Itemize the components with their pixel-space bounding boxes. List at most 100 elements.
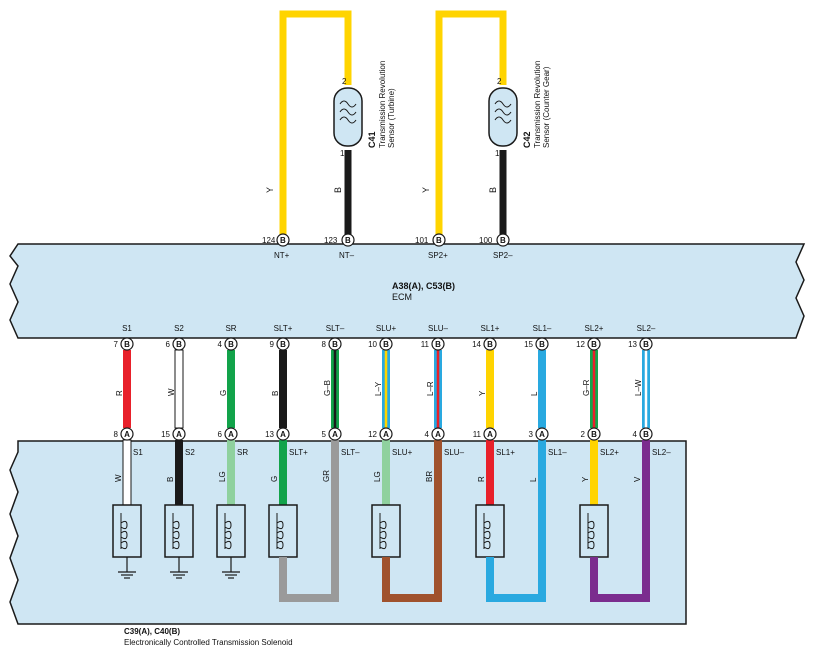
solenoid-pin-signal: SL1+ xyxy=(496,448,515,457)
ecm-pin-signal: SR xyxy=(225,324,236,333)
ecm-pin-number: 10 xyxy=(368,340,377,349)
harness-wire: G xyxy=(219,350,235,428)
solenoid-pin-signal: SL2+ xyxy=(600,448,619,457)
ecm-pin-connector: B xyxy=(383,340,389,349)
harness-wire-color: G–B xyxy=(323,380,332,396)
solenoid-name: Electronically Controlled Transmission S… xyxy=(124,638,293,647)
harness-wire: G–B xyxy=(323,350,339,428)
ecm-pin-signal: SLT+ xyxy=(274,324,293,333)
harness-wire-color: L xyxy=(530,391,539,396)
ecm-pin-connector: B xyxy=(124,340,130,349)
ecm-pin-connector: B xyxy=(435,340,441,349)
solenoid-pin-connector: A xyxy=(539,430,545,439)
sensor-c42: 2 1 Y B C42 Transmission Revolution Sens… xyxy=(421,61,551,193)
solenoid-connector: C39(A), C40(B) xyxy=(124,627,180,636)
ecm-solenoid-pin: SLU+ 10 B xyxy=(368,324,397,351)
ecm-pin-signal: SL1– xyxy=(533,324,552,333)
coil-icon xyxy=(276,520,284,550)
ecm-pin-signal: S2 xyxy=(174,324,184,333)
solenoid-pin-connector: A xyxy=(176,430,182,439)
ecm-pin-number: 9 xyxy=(270,340,275,349)
solenoid-pin-number: 4 xyxy=(633,430,638,439)
ecm-pin-number: 4 xyxy=(218,340,223,349)
c42-id: C42 xyxy=(522,131,532,148)
solenoid-pin-signal: SLT+ xyxy=(289,448,308,457)
harness-wire: G–R xyxy=(582,350,598,428)
solenoid-wire-color: B xyxy=(166,477,175,482)
harness-wire: Y xyxy=(478,350,494,428)
coil-icon xyxy=(379,520,387,550)
c41-wire-right: B xyxy=(333,187,343,193)
harness-wire-color: L–W xyxy=(634,379,643,396)
ecm-pin-connector: B xyxy=(176,340,182,349)
harness-wire-color: G–R xyxy=(582,379,591,396)
solenoid-pin-number: 5 xyxy=(322,430,327,439)
ecm-pin-connector: B xyxy=(228,340,234,349)
svg-text:B: B xyxy=(280,236,286,245)
solenoid-wire-color: LG xyxy=(373,471,382,482)
solenoid-wire-color: GR xyxy=(322,470,331,482)
svg-text:100: 100 xyxy=(479,236,493,245)
ecm-pin-number: 11 xyxy=(421,340,430,349)
ecm-connector: A38(A), C53(B) xyxy=(392,281,455,291)
solenoid-wire-color: G xyxy=(270,476,279,482)
ecm-pin-124: 124 B NT+ xyxy=(262,233,290,260)
harness-wire: L–W xyxy=(634,350,650,428)
ecm-pin-number: 13 xyxy=(628,340,637,349)
ecm-pin-connector: B xyxy=(280,340,286,349)
ecm-box xyxy=(9,243,806,339)
c42-pin-top: 2 xyxy=(497,77,502,86)
wire-y-sp2-plus xyxy=(435,10,507,236)
ecm-pin-signal: SLU+ xyxy=(376,324,397,333)
solenoid-pin-number: 11 xyxy=(473,430,482,439)
solenoid-pin-signal: SLU+ xyxy=(392,448,413,457)
harness-wire-color: L–R xyxy=(426,381,435,396)
c41-name-1: Transmission Revolution xyxy=(378,61,387,148)
sensor-wires xyxy=(279,10,507,236)
ecm-pin-number: 8 xyxy=(322,340,327,349)
ecm-pin-signal: SL2+ xyxy=(585,324,604,333)
harness-wire: L xyxy=(530,350,546,428)
ecm-pin-number: 14 xyxy=(472,340,481,349)
coil-icon xyxy=(494,100,512,124)
solenoid-circuit xyxy=(579,440,650,602)
solenoid-pin-connector: A xyxy=(332,430,338,439)
harness-wire-color: L–Y xyxy=(374,381,383,396)
solenoid-wire-color: L xyxy=(529,477,538,482)
coil-icon xyxy=(172,520,180,550)
solenoid-coil xyxy=(475,504,505,558)
ecm-pin-100: 100 B SP2– xyxy=(479,233,513,260)
ecm-pin-connector: B xyxy=(591,340,597,349)
solenoid-pin-connector: B xyxy=(643,430,649,439)
svg-text:SP2–: SP2– xyxy=(493,251,513,260)
solenoid-pin-connector: A xyxy=(383,430,389,439)
solenoid-circuit xyxy=(268,440,339,602)
solenoid-wire-color: BR xyxy=(425,471,434,482)
solenoid-internal-wiring xyxy=(112,439,650,602)
solenoid-circuit xyxy=(475,440,546,602)
solenoid-pin-number: 8 xyxy=(114,430,119,439)
harness-wire-color: W xyxy=(167,388,176,396)
solenoid-wire-color: W xyxy=(114,474,123,482)
solenoid-circuit xyxy=(164,440,194,579)
ecm-pin-number: 7 xyxy=(114,340,119,349)
ecm-pin-connector: B xyxy=(487,340,493,349)
ecm-pin-signal: S1 xyxy=(122,324,132,333)
